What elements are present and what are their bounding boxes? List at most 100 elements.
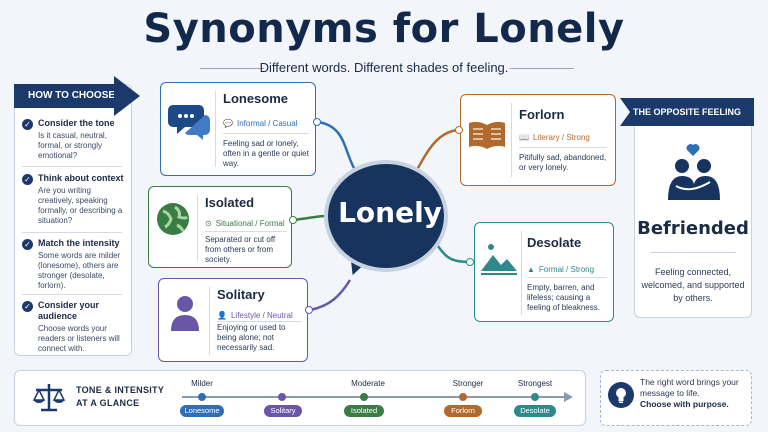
card-divider (197, 195, 198, 261)
synonym-tag: 📖Literary / Strong (519, 133, 590, 142)
card-divider (215, 91, 216, 167)
intensity-line (182, 396, 566, 398)
check-icon: ✓ (22, 301, 33, 312)
globe-icon (157, 203, 189, 235)
step-title: Think about context (38, 173, 124, 183)
synonym-desc: Empty, barren, and lifeless; causing a f… (527, 283, 600, 312)
check-icon: ✓ (22, 239, 33, 250)
step-text: Are you writing creatively, speaking for… (38, 186, 123, 225)
chat-icon: 💬 (223, 119, 233, 128)
opposite-heading: THE OPPOSITE FEELING (620, 98, 754, 126)
step-text: Some words are milder (lonesome), others… (38, 251, 121, 290)
card-rule (205, 231, 287, 232)
opposite-desc: Feeling connected, welcomed, and support… (641, 267, 745, 303)
synonym-desc: Enjoying or used to being alone; not nec… (217, 323, 286, 352)
synonym-desc: Pitifully sad, abandoned, or very lonely… (519, 153, 607, 172)
synonym-tag: ⊙Situational / Formal (205, 219, 285, 228)
book-small-icon: 📖 (519, 133, 529, 142)
level-moderate: Moderate (351, 379, 385, 388)
connector-dot (455, 126, 463, 134)
mountain-small-icon: ▲ (527, 265, 535, 274)
how-to-choose-panel (14, 84, 132, 356)
banner-arrow-icon (114, 76, 140, 116)
opposite-feeling-panel (634, 98, 752, 318)
intensity-arrow-icon (564, 392, 573, 402)
step-title: Consider the tone (38, 118, 115, 128)
pin-icon: ⊙ (205, 219, 212, 228)
synonym-word: Solitary (217, 287, 265, 302)
speech-bubbles-icon (168, 105, 210, 140)
synonym-tag: ▲Formal / Strong (527, 265, 595, 274)
banner-notch (620, 98, 630, 126)
card-rule (217, 321, 301, 322)
step-text: Is it casual, neutral, formal, or strong… (38, 131, 107, 160)
card-rule (527, 277, 607, 278)
opposite-word: Befriended (637, 218, 749, 239)
balance-scale-icon (32, 384, 66, 412)
step-divider (22, 294, 122, 295)
card-divider (209, 287, 210, 355)
scale-dot (531, 393, 539, 401)
connector-dot (305, 306, 313, 314)
how-to-choose-heading: HOW TO CHOOSE (14, 84, 124, 108)
connector-dot (313, 118, 321, 126)
synonym-card-desolate: Desolate ▲Formal / Strong Empty, barren,… (474, 222, 614, 322)
person-small-icon: 👤 (217, 311, 227, 320)
lightbulb-icon (608, 382, 634, 408)
card-divider (521, 231, 522, 315)
tip-bold: Choose with purpose. (640, 399, 729, 409)
pill-isolated: Isolated (344, 405, 384, 417)
synonym-desc: Separated or cut off from others or from… (205, 235, 276, 264)
step-consider-tone: ✓ Consider the tone Is it casual, neutra… (22, 118, 128, 161)
scale-dot (360, 393, 368, 401)
center-word: Lonely (338, 196, 442, 229)
step-text: Choose words your readers or listeners w… (38, 324, 120, 353)
card-divider (511, 103, 512, 177)
synonym-tag: 👤Lifestyle / Neutral (217, 311, 293, 320)
synonym-card-isolated: Isolated ⊙Situational / Formal Separated… (148, 186, 292, 268)
pill-solitary: Solitary (264, 405, 302, 417)
step-divider (22, 232, 122, 233)
center-bubble (324, 160, 448, 272)
pill-lonesome: Lonesome (180, 405, 224, 417)
synonym-card-forlorn: Forlorn 📖Literary / Strong Pitifully sad… (460, 94, 616, 186)
step-consider-audience: ✓ Consider your audience Choose words yo… (22, 300, 128, 354)
opposite-rule (650, 252, 736, 253)
subtitle-rule-right (510, 68, 574, 69)
step-divider (22, 166, 122, 167)
level-stronger: Stronger (452, 379, 484, 388)
synonym-word: Desolate (527, 235, 582, 250)
scale-dot (459, 393, 467, 401)
subtitle-rule-left (200, 68, 264, 69)
step-title: Consider your audience (38, 300, 100, 321)
synonym-word: Forlorn (519, 107, 565, 122)
tip-text: The right word brings your message to li… (640, 377, 748, 410)
connector-dot (289, 216, 297, 224)
page-subtitle: Different words. Different shades of fee… (259, 60, 509, 75)
synonym-desc: Feeling sad or lonely, often in a gentle… (223, 139, 309, 168)
pill-forlorn: Forlorn (444, 405, 482, 417)
synonym-card-lonesome: Lonesome 💬Informal / Casual Feeling sad … (160, 82, 316, 176)
scale-dot (278, 393, 286, 401)
pill-desolate: Desolate (514, 405, 556, 417)
person-icon (171, 296, 199, 331)
connector-dot (466, 258, 474, 266)
open-book-icon (469, 121, 505, 149)
mountain-landscape-icon (481, 244, 517, 275)
step-match-intensity: ✓ Match the intensity Some words are mil… (22, 238, 128, 291)
check-icon: ✓ (22, 174, 33, 185)
card-rule (223, 133, 309, 134)
step-title: Match the intensity (38, 238, 120, 248)
level-strongest: Strongest (517, 379, 553, 388)
page-title: Synonyms for Lonely (143, 6, 625, 52)
scale-dot (198, 393, 206, 401)
synonym-tag: 💬Informal / Casual (223, 119, 298, 128)
synonym-card-solitary: Solitary 👤Lifestyle / Neutral Enjoying o… (158, 278, 308, 362)
synonym-word: Lonesome (223, 91, 289, 106)
step-think-context: ✓ Think about context Are you writing cr… (22, 173, 128, 226)
hugging-people-icon (668, 144, 720, 200)
check-icon: ✓ (22, 119, 33, 130)
tone-intensity-panel (14, 370, 586, 426)
